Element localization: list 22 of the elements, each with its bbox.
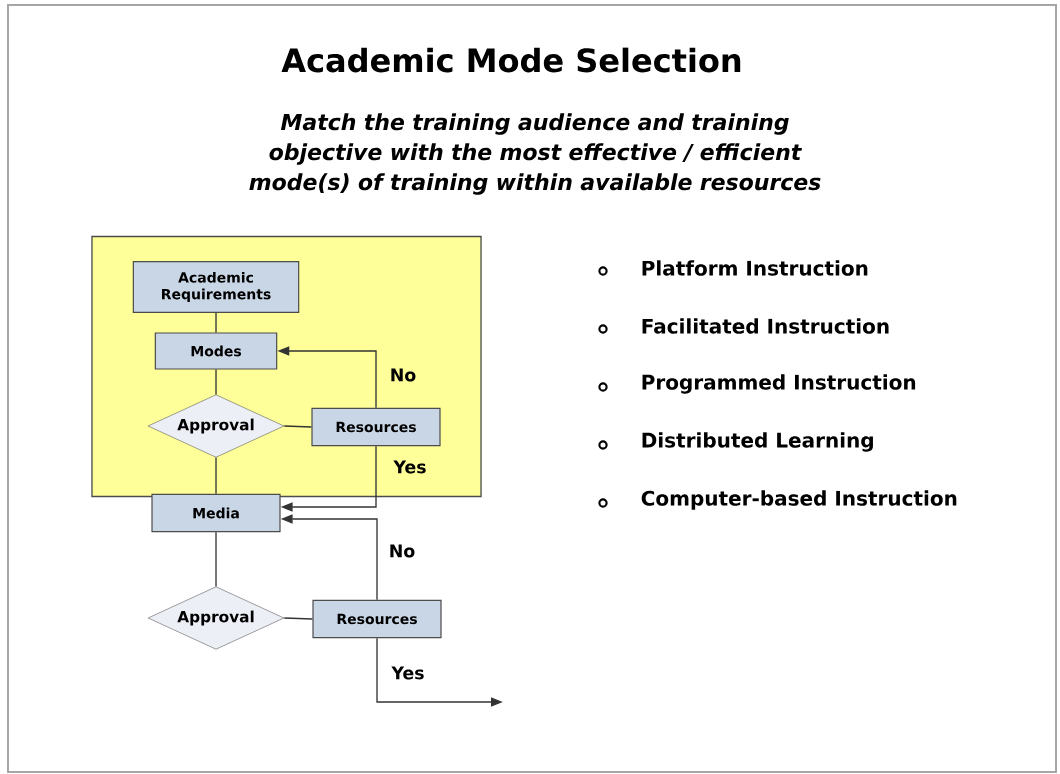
process-box: Resources [311, 407, 441, 447]
subtitle: Match the training audience and training objective with the most effective / efficient mode(s) of training within available resources [249, 113, 821, 195]
list-item: Distributed Learning [642, 432, 873, 452]
edge-label: No [390, 544, 415, 558]
edge-label: Yes [391, 666, 424, 680]
list-item: Platform Instruction [642, 260, 868, 276]
process-box: Media [151, 493, 281, 533]
edge-label: No [391, 368, 416, 382]
process-box: Modes [154, 332, 278, 370]
connector-line [283, 425, 313, 428]
list-item: Computer-based Instruction [641, 490, 957, 510]
connector-line [215, 531, 217, 588]
connector-line [215, 368, 217, 396]
connector-line [215, 312, 217, 334]
process-box: Academic Requirements [132, 261, 300, 313]
edge-label: Yes [393, 460, 426, 474]
title: Academic Mode Selection [281, 47, 741, 73]
connector-line [283, 617, 314, 620]
list-item: Facilitated Instruction [642, 318, 889, 334]
connector-line [215, 456, 217, 495]
list-item: Programmed Instruction [642, 374, 916, 394]
process-box: Resources [312, 599, 442, 639]
